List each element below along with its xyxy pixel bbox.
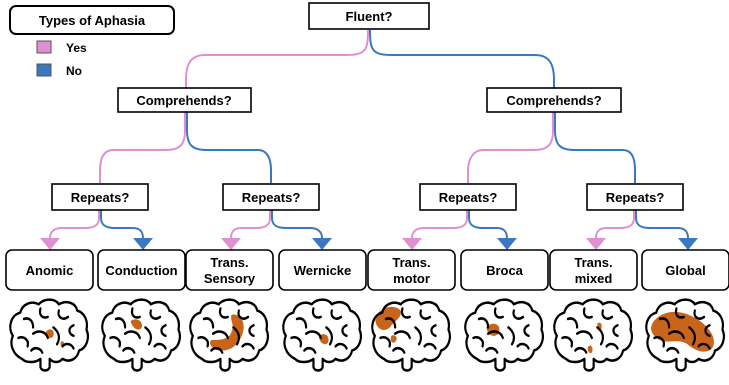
aphasia-type-label: Trans. <box>210 255 248 270</box>
leaf-connectors <box>49 210 689 239</box>
node-repeats-1-label: Repeats? <box>71 190 130 205</box>
aphasia-type-frame <box>5 249 94 291</box>
no-branch-comp-right <box>554 112 636 183</box>
aphasia-type-box: Trans.motor <box>367 249 456 291</box>
aphasia-type-label: Sensory <box>204 271 256 286</box>
legend-yes-label: Yes <box>66 41 87 55</box>
lesion-brains <box>9 298 726 372</box>
node-repeats-2-label: Repeats? <box>242 190 301 205</box>
diagram-title-text: Types of Aphasia <box>39 13 146 28</box>
aphasia-type-label: Trans. <box>574 255 612 270</box>
aphasia-type-frame <box>460 249 549 291</box>
aphasia-type-box: Trans.Sensory <box>185 249 274 291</box>
aphasia-type-box: Anomic <box>5 249 94 291</box>
legend-no-label: No <box>66 64 82 78</box>
node-comprehends-left-label: Comprehends? <box>136 93 231 108</box>
lesion-area <box>390 335 397 343</box>
node-fluent: Fluent? <box>308 2 430 30</box>
aphasia-type-label: Trans. <box>392 255 430 270</box>
lesion-area <box>587 345 593 354</box>
brain-outline <box>101 298 182 372</box>
brain-outline <box>371 298 452 372</box>
aphasia-type-box: Conduction <box>97 249 186 291</box>
aphasia-type-label: Conduction <box>105 263 177 278</box>
node-repeats-4: Repeats? <box>586 183 684 211</box>
legend-no-swatch <box>36 63 52 77</box>
aphasia-type-frame <box>549 249 638 291</box>
brain-icon <box>101 298 182 372</box>
brain-icon <box>464 298 545 372</box>
brain-icon <box>371 298 452 372</box>
node-comprehends-right: Comprehends? <box>486 87 622 113</box>
no-branch-root-right <box>369 29 555 92</box>
diagram-title: Types of Aphasia <box>9 5 175 35</box>
aphasia-type-label: motor <box>393 271 430 286</box>
aphasia-type-frame <box>97 249 186 291</box>
aphasia-type-box: Wernicke <box>278 249 367 291</box>
lesion-area <box>130 319 142 330</box>
node-repeats-3: Repeats? <box>419 183 517 211</box>
brain-outline <box>189 298 270 372</box>
aphasia-type-box: Broca <box>460 249 549 291</box>
brain-icon <box>553 298 634 372</box>
yes-branch-comp-right <box>467 112 554 183</box>
node-repeats-1: Repeats? <box>51 183 149 211</box>
node-repeats-2: Repeats? <box>222 183 320 211</box>
leaf-arrowheads <box>40 238 698 250</box>
aphasia-type-box: Global <box>641 249 729 291</box>
brain-icon <box>645 298 726 372</box>
no-branch-comp-left <box>186 112 272 183</box>
aphasia-type-frame <box>367 249 456 291</box>
node-comprehends-left: Comprehends? <box>117 87 252 113</box>
aphasia-type-frame <box>641 249 729 291</box>
lesion-area <box>210 314 244 351</box>
legend-yes-swatch <box>36 40 52 54</box>
node-comprehends-right-label: Comprehends? <box>506 93 601 108</box>
brain-icon <box>189 298 270 372</box>
aphasia-type-frame <box>185 249 274 291</box>
aphasia-type-label: mixed <box>575 271 613 286</box>
brain-icon <box>9 298 90 372</box>
aphasia-type-label: Anomic <box>26 263 74 278</box>
aphasia-type-frame <box>278 249 367 291</box>
brain-icon <box>282 298 363 372</box>
brain-outline <box>464 298 545 372</box>
brain-outline <box>553 298 634 372</box>
aphasia-type-box: Trans.mixed <box>549 249 638 291</box>
aphasia-type-label: Wernicke <box>294 263 352 278</box>
legend: Yes No <box>36 40 87 78</box>
node-repeats-3-label: Repeats? <box>439 190 498 205</box>
yes-branch-root-left <box>185 29 369 92</box>
aphasia-type-label: Broca <box>486 263 524 278</box>
node-fluent-label: Fluent? <box>346 9 393 24</box>
node-repeats-4-label: Repeats? <box>606 190 665 205</box>
yes-branch-comp-left <box>99 112 186 183</box>
aphasia-type-label: Global <box>665 263 705 278</box>
